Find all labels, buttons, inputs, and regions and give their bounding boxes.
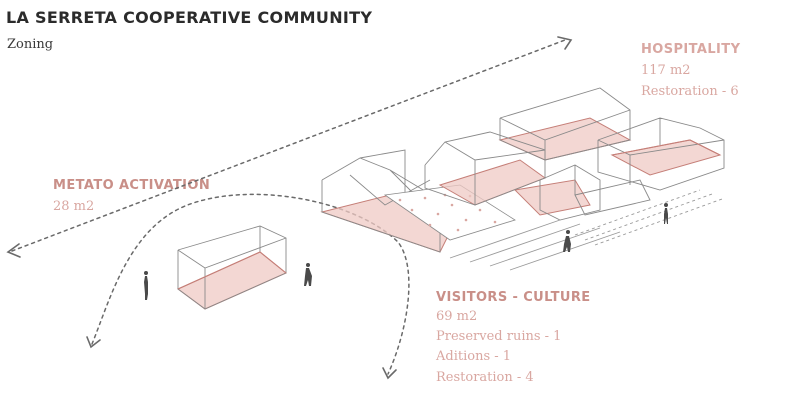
arrow-head-bottom-left xyxy=(86,336,101,349)
zone-metato-area: 28 m2 xyxy=(53,199,95,214)
zone-visitors-ruins: Preserved ruins - 1 xyxy=(436,329,562,344)
hospitality-buildings xyxy=(574,117,725,216)
zone-visitors-aditions: Aditions - 1 xyxy=(436,349,512,364)
zone-visitors-restoration: Restoration - 4 xyxy=(436,370,534,385)
zone-hospitality-area: 117 m2 xyxy=(641,63,691,78)
arrow-head-top-right xyxy=(557,36,573,50)
zone-visitors-area: 69 m2 xyxy=(436,309,478,324)
metato-building xyxy=(177,225,287,310)
person-figures xyxy=(144,203,668,300)
arrow-head-left xyxy=(6,243,21,258)
circulation-path-main xyxy=(11,39,566,252)
ramp-lines xyxy=(449,189,723,271)
diagram-subtitle: Zoning xyxy=(7,37,54,52)
zone-title-hospitality: HOSPITALITY xyxy=(641,42,741,57)
diagram-title: LA SERRETA COOPERATIVE COMMUNITY xyxy=(6,8,373,27)
zone-hospitality-restoration: Restoration - 6 xyxy=(641,84,739,99)
zone-title-metato: METATO ACTIVATION xyxy=(53,178,211,193)
zone-title-visitors: VISITORS - CULTURE xyxy=(436,290,591,305)
central-buildings xyxy=(424,87,632,221)
arrow-head-bottom xyxy=(382,367,397,380)
visitors-building xyxy=(320,149,516,253)
circulation-path-loop xyxy=(91,193,410,375)
